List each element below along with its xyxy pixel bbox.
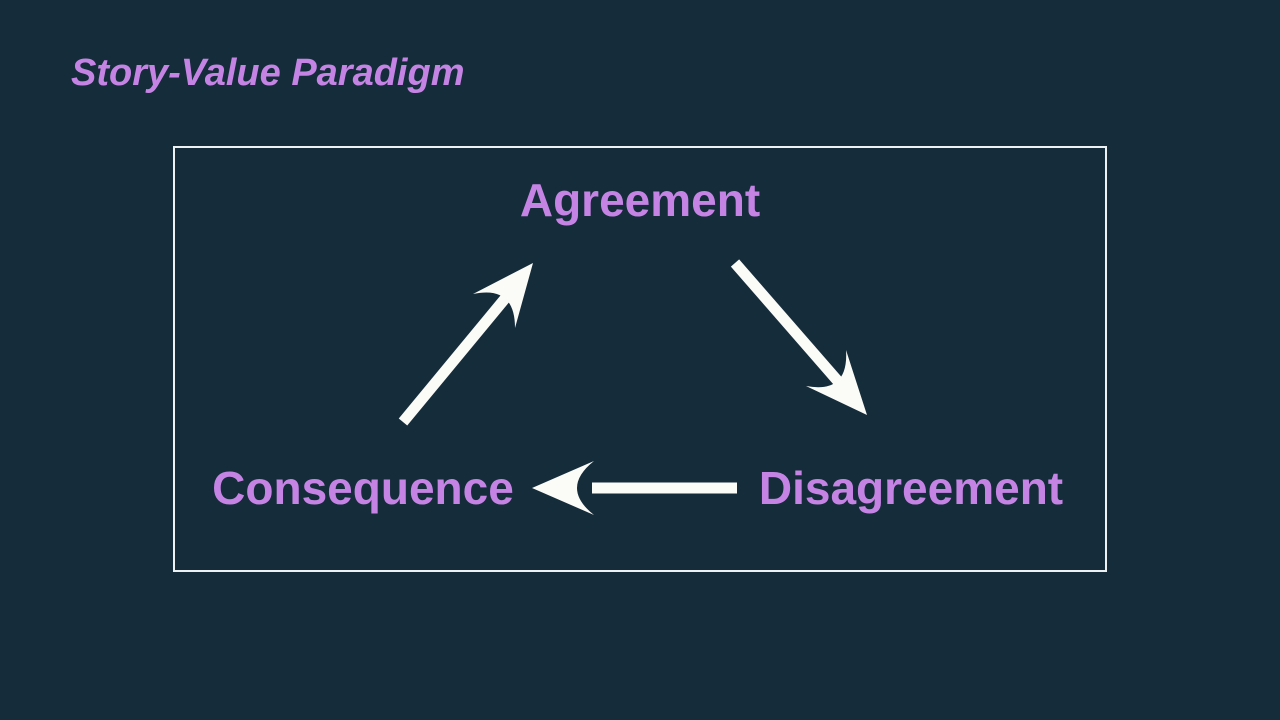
node-agreement: Agreement bbox=[519, 174, 761, 226]
arrow-consequence-to-agreement bbox=[398, 263, 533, 426]
node-consequence: Consequence bbox=[212, 462, 514, 514]
arrow-agreement-to-disagreement bbox=[730, 259, 867, 415]
diagram-border-box bbox=[173, 146, 1107, 572]
arrow-disagreement-to-consequence bbox=[532, 461, 737, 515]
node-disagreement: Disagreement bbox=[758, 462, 1064, 514]
page-title: Story-Value Paradigm bbox=[71, 52, 465, 94]
